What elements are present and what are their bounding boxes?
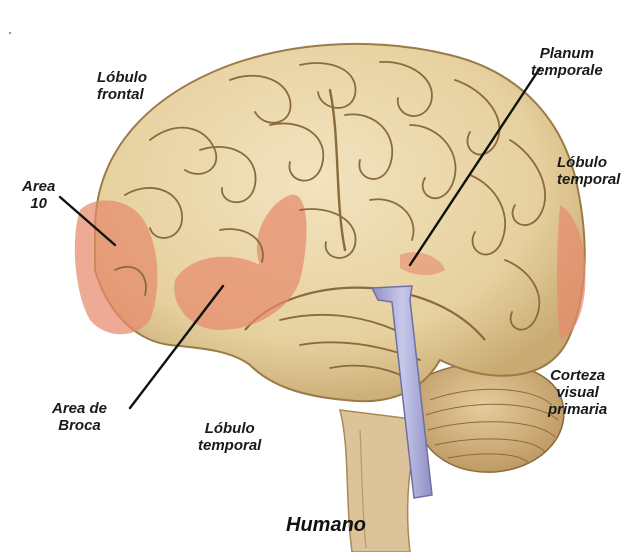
label-lobulo-temporal-right: Lóbulo temporal <box>557 154 620 188</box>
label-corteza-visual-primaria: Corteza visual primaria <box>548 367 607 418</box>
cerebral-cortex <box>95 44 585 401</box>
label-planum-temporale: Planum temporale <box>531 45 603 79</box>
label-area-10: Area 10 <box>22 178 55 212</box>
cerebellum <box>418 363 564 472</box>
label-area-de-broca: Area de Broca <box>52 400 107 434</box>
caption-humano: Humano <box>286 514 366 537</box>
label-lobulo-frontal: Lóbulo frontal <box>97 69 147 103</box>
label-lobulo-temporal-bottom: Lóbulo temporal <box>198 420 261 454</box>
